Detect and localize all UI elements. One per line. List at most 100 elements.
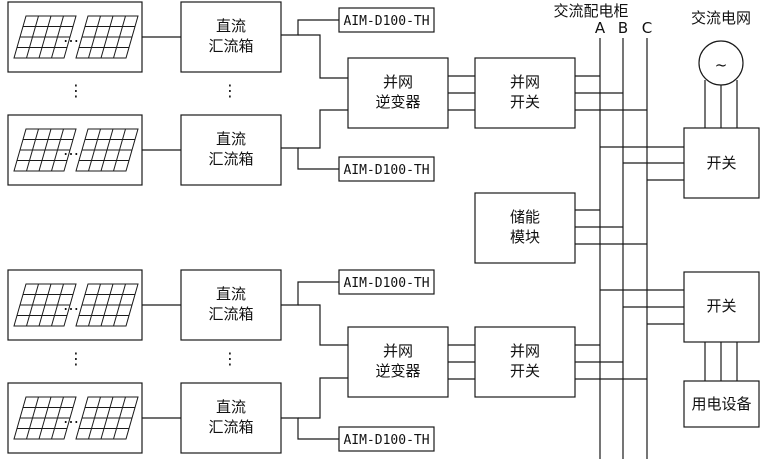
dc-combiner-label: 汇流箱 xyxy=(208,418,253,436)
solar-panel xyxy=(75,283,139,327)
grid-tied-switch xyxy=(474,326,576,398)
grid-switch-label: 开关 xyxy=(510,93,540,111)
combiner-to-inverter-wire xyxy=(298,109,348,149)
solar-panel-outline xyxy=(13,128,77,172)
combiner-to-meter-wire xyxy=(281,147,339,170)
meter-model-label: AIM-D100-TH xyxy=(343,163,429,178)
dc-combiner-label: 汇流箱 xyxy=(208,305,253,323)
meter-model-label: AIM-D100-TH xyxy=(343,276,429,291)
dc-combiner-label: 汇流箱 xyxy=(208,37,253,55)
dc-combiner-label: 直流 xyxy=(216,17,246,35)
grid-tied-switch xyxy=(474,57,576,129)
solar-panel-column-line xyxy=(51,396,64,440)
panel-ellipsis: … xyxy=(63,27,79,46)
meter-aim-d100-th xyxy=(338,426,435,452)
load-equipment xyxy=(683,380,760,428)
combiner-to-inverter-wire xyxy=(298,304,348,346)
solar-panel xyxy=(13,15,77,59)
solar-panel-outline xyxy=(75,396,139,440)
diagram-blocks xyxy=(7,1,760,454)
solar-panel-column-line xyxy=(51,128,64,172)
meter-aim-d100-th xyxy=(338,269,435,295)
vertical-ellipsis: ⋮ xyxy=(222,81,238,100)
solar-panel xyxy=(75,15,139,59)
dc-combiner-label: 直流 xyxy=(216,130,246,148)
meter-model-label: AIM-D100-TH xyxy=(343,433,429,448)
solar-panel-column-line xyxy=(88,283,101,327)
solar-panel-column-line xyxy=(51,15,64,59)
grid-tied-inverter xyxy=(347,57,449,129)
storage-module-label: 储能 xyxy=(510,208,540,226)
vertical-ellipsis: ⋮ xyxy=(222,349,238,368)
solar-panel-column-line xyxy=(26,396,39,440)
connection-wires xyxy=(142,19,738,459)
meter-model-label: AIM-D100-TH xyxy=(343,14,429,29)
solar-panel-column-line xyxy=(88,128,101,172)
panel-ellipsis: … xyxy=(63,140,79,159)
inverter-label: 逆变器 xyxy=(375,93,420,111)
dc-combiner-box xyxy=(180,114,282,186)
solar-panel-column-line xyxy=(113,283,126,327)
dc-combiner-box xyxy=(180,269,282,341)
switch-label: 开关 xyxy=(706,297,736,315)
phase-b-label: B xyxy=(618,19,628,37)
panel-ellipsis: … xyxy=(63,295,79,314)
grid-switch-label: 并网 xyxy=(510,73,540,91)
solar-panel-outline xyxy=(13,15,77,59)
ac-cabinet-label: 交流配电柜 xyxy=(553,2,628,20)
solar-panel-outline xyxy=(13,396,77,440)
solar-panel-column-line xyxy=(88,396,101,440)
solar-panel xyxy=(13,396,77,440)
solar-panel xyxy=(13,128,77,172)
vertical-ellipsis: ⋮ xyxy=(68,349,84,368)
solar-panel-column-line xyxy=(38,15,52,59)
combiner-to-inverter-wire xyxy=(298,377,348,419)
solar-panel-column-line xyxy=(26,128,39,172)
inverter-label: 并网 xyxy=(383,73,413,91)
inverter-label: 并网 xyxy=(383,342,413,360)
ac-grid-symbol xyxy=(698,40,744,86)
dc-combiner-label: 汇流箱 xyxy=(208,150,253,168)
solar-panel-column-line xyxy=(100,283,114,327)
dc-combiner-label: 直流 xyxy=(216,398,246,416)
solar-panel xyxy=(13,283,77,327)
grid-switch-box xyxy=(683,127,760,199)
meter-aim-d100-th xyxy=(338,7,435,33)
solar-panel-outline xyxy=(13,283,77,327)
solar-panel-column-line xyxy=(26,15,39,59)
phase-c-label: C xyxy=(642,19,652,37)
solar-panel-outline xyxy=(75,128,139,172)
solar-panel-column-line xyxy=(100,128,114,172)
diagram-labels: …………⋮⋮⋮⋮直流汇流箱直流汇流箱直流汇流箱直流汇流箱AIM-D100-THA… xyxy=(63,2,752,448)
solar-panel-column-line xyxy=(100,15,114,59)
ac-grid-label: 交流电网 xyxy=(691,9,751,27)
grid-switch-label: 开关 xyxy=(510,362,540,380)
combiner-to-meter-wire xyxy=(281,417,339,440)
solar-panel-column-line xyxy=(88,15,101,59)
solar-panel xyxy=(75,396,139,440)
solar-panel-column-line xyxy=(113,15,126,59)
storage-module-label: 模块 xyxy=(510,228,540,246)
combiner-to-meter-wire xyxy=(281,19,339,36)
dc-combiner-box xyxy=(180,382,282,454)
load-label: 用电设备 xyxy=(691,395,751,413)
vertical-ellipsis: ⋮ xyxy=(68,81,84,100)
solar-panel-column-line xyxy=(100,396,114,440)
ac-grid-symbol-glyph: ~ xyxy=(715,56,728,74)
meter-aim-d100-th xyxy=(338,156,435,182)
grid-switch-label: 并网 xyxy=(510,342,540,360)
panel-ellipsis: … xyxy=(63,408,79,427)
dc-combiner-label: 直流 xyxy=(216,285,246,303)
grid-tied-inverter xyxy=(347,326,449,398)
solar-panel-column-line xyxy=(38,283,52,327)
combiner-to-meter-wire xyxy=(281,281,339,306)
solar-panel xyxy=(75,128,139,172)
storage-module xyxy=(474,192,576,264)
combiner-to-inverter-wire xyxy=(298,34,348,79)
switch-label: 开关 xyxy=(706,154,736,172)
solar-panel-column-line xyxy=(38,396,52,440)
solar-panel-outline xyxy=(75,283,139,327)
solar-panel-outline xyxy=(75,15,139,59)
dc-combiner-box xyxy=(180,1,282,73)
